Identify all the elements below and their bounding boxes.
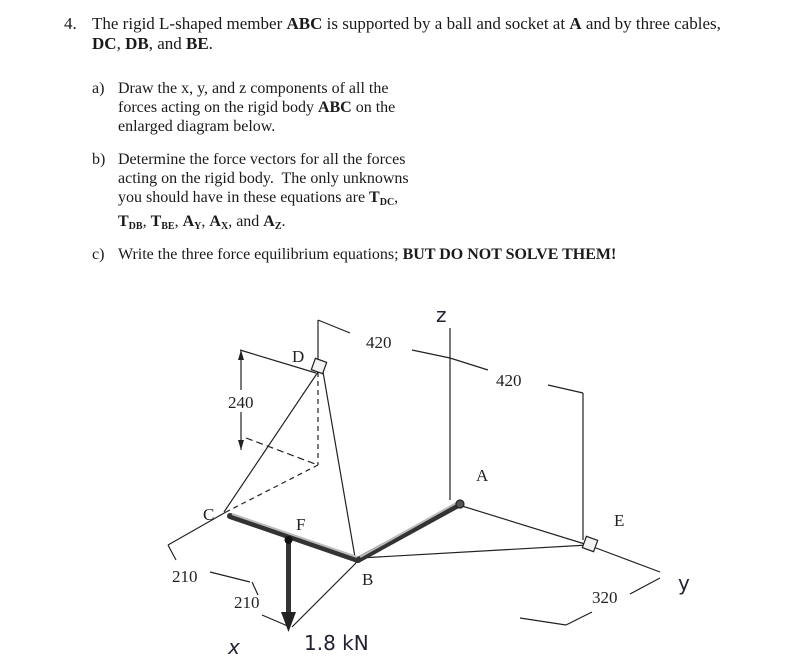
ext-line-b [291,562,357,628]
part-c-label: c) [92,246,105,263]
label-f: F [296,515,305,534]
dim-line-right-bottom-a [565,611,593,626]
axis-label-x: x [227,635,240,659]
load-label: 1.8 kN [304,631,369,655]
support-e [581,535,599,553]
cable-be [359,544,589,559]
dashed-height-ref [245,437,319,466]
axis-label-y: y [678,571,690,595]
part-b-label: b) [92,151,106,168]
dim-line-left-inner-a [251,581,259,596]
part-b-text: Determine the force vectors for all the … [118,151,409,232]
dim-top-right: 420 [496,371,522,390]
problem-statement: The rigid L-shaped member ABC is support… [92,14,721,53]
label-d: D [292,347,304,366]
cable-dc [223,365,323,513]
axis-label-z: z [436,303,447,327]
member-cb [227,513,361,563]
dim-line-left-outer-b [209,571,251,583]
dim-line-right-bottom-b [629,577,661,595]
label-e: E [614,511,624,530]
label-c: C [203,505,214,524]
ext-line-c [167,511,227,546]
ext-line-right-bottom [519,617,567,626]
part-a-text: Draw the x, y, and z components of all t… [118,80,396,135]
ext-line-e-right [587,544,661,573]
dimension-arrowheads [238,350,244,450]
load-arrow [281,536,296,632]
dim-line-top-right-a [449,357,489,371]
ball-socket-a [455,499,465,509]
dim-left-outer: 210 [172,567,198,586]
support-d [310,357,328,375]
cable-db [321,365,357,564]
member-ba [355,501,463,563]
label-b: B [362,570,373,589]
problem-number: 4. [64,14,77,33]
dim-line-top-right-b [547,384,584,394]
dim-line-top-left-a [317,319,351,334]
dim-line-left-outer-a [167,544,177,561]
label-a: A [476,466,489,485]
dim-line-top-left-b [411,349,451,359]
dim-top-left: 420 [366,333,392,352]
ext-line-height-top [239,349,317,374]
part-a-label: a) [92,80,105,97]
dim-left-inner: 210 [234,593,260,612]
dim-right-bottom: 320 [592,588,618,607]
part-c-text: Write the three force equilibrium equati… [118,246,617,263]
line-a-e [461,505,589,546]
dim-line-left-inner-b [261,614,291,628]
dim-height: 240 [228,393,254,412]
